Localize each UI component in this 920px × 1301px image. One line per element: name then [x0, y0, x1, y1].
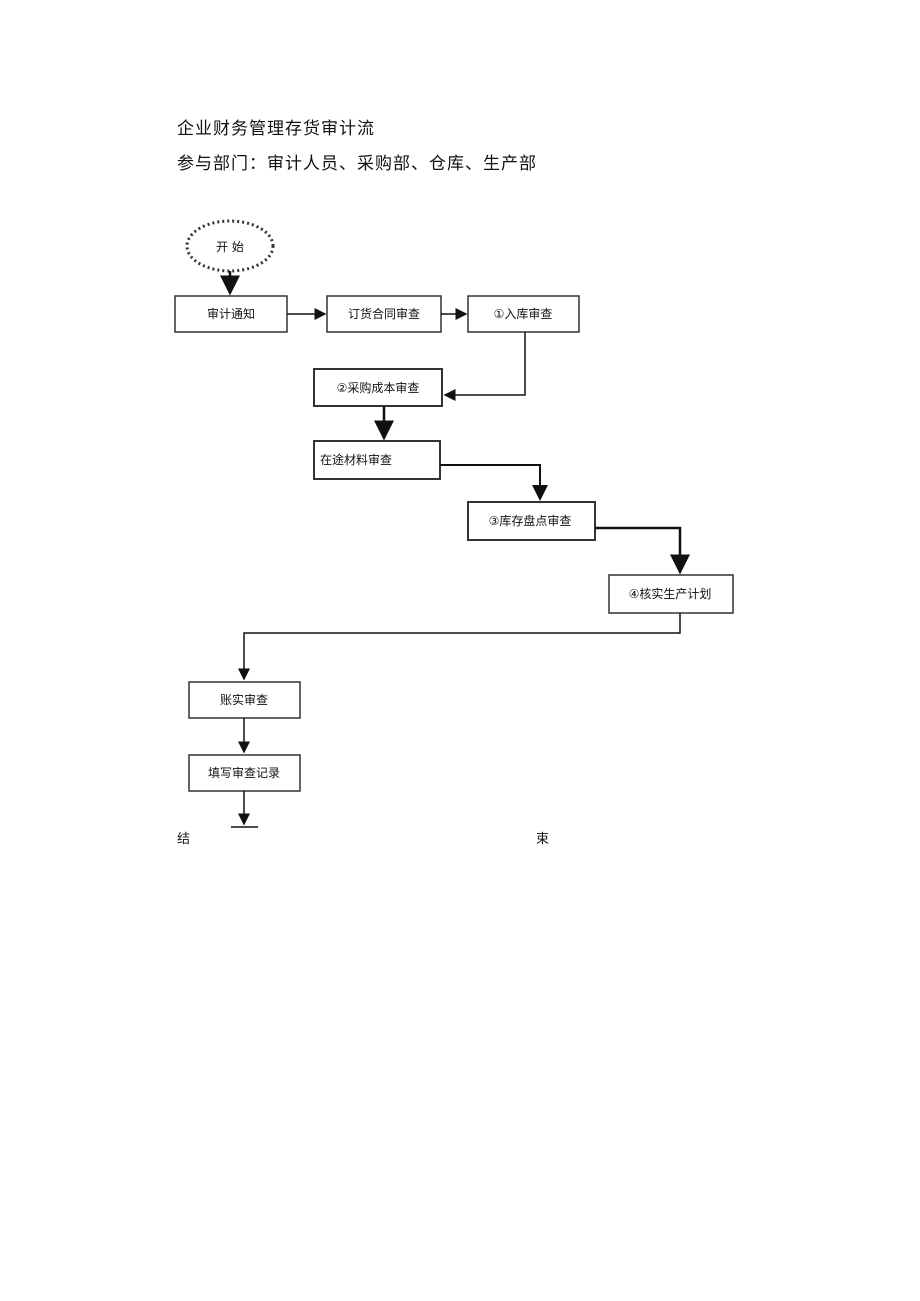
arrow-inbound-to-cost — [443, 332, 526, 401]
transit-material-label: 在途材料审查 — [320, 452, 392, 467]
purchase-cost-label: ②采购成本审查 — [337, 380, 420, 395]
node-fill-record: 填写审查记录 — [188, 754, 301, 792]
end-label-left: 结 — [177, 832, 191, 847]
fill-record-label: 填写审查记录 — [208, 765, 280, 780]
page-title: 企业财务管理存货审计流 — [177, 119, 375, 139]
inventory-count-label: ③库存盘点审查 — [489, 513, 572, 528]
node-production-plan-check: ④核实生产计划 — [608, 574, 734, 614]
audit-notice-label: 审计通知 — [207, 306, 255, 321]
contract-review-label: 订货合同审查 — [348, 306, 420, 321]
node-audit-notice: 审计通知 — [174, 295, 288, 333]
departments-line: 参与部门：审计人员、采购部、仓库、生产部 — [177, 154, 537, 174]
node-inbound-review: ①入库审查 — [467, 295, 580, 333]
node-inventory-count-review: ③库存盘点审查 — [467, 501, 596, 541]
production-plan-label: ④核实生产计划 — [629, 586, 712, 601]
ledger-reconcile-label: 账实审查 — [220, 692, 268, 707]
arrow-plan-to-ledger — [238, 613, 681, 681]
end-label-right: 束 — [536, 832, 550, 847]
node-ledger-reconcile: 账实审查 — [188, 681, 301, 719]
node-purchase-cost-review: ②采购成本审查 — [313, 368, 443, 407]
node-transit-material-review: 在途材料审查 — [313, 440, 441, 480]
start-node: 开 始 — [185, 219, 275, 273]
inbound-review-label: ①入库审查 — [494, 306, 553, 321]
node-contract-review: 订货合同审查 — [326, 295, 442, 333]
arrow-transit-to-count — [440, 464, 548, 501]
start-label: 开 始 — [216, 240, 244, 254]
arrow-count-to-plan — [595, 526, 690, 575]
